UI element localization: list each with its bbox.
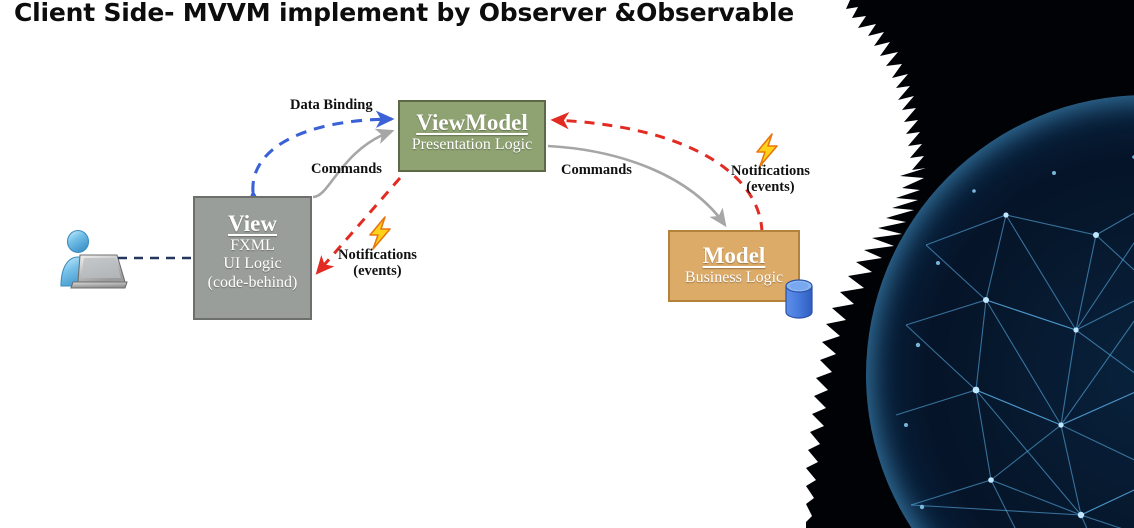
node-model-sub-1: Business Logic [684, 268, 784, 286]
edge-commands-viewmodel-model [547, 144, 727, 228]
edge-data-binding [245, 110, 395, 209]
edge-user-to-view [118, 256, 196, 260]
edge-label-commands-view-viewmodel: Commands [311, 161, 382, 177]
user-with-laptop-icon [60, 229, 128, 289]
page-title: Client Side- MVVM implement by Observer … [14, 0, 795, 27]
node-viewmodel-title: ViewModel [416, 110, 528, 135]
node-model[interactable]: Model Business Logic [668, 230, 800, 302]
node-view-sub-1: FXML [230, 236, 275, 254]
node-view[interactable]: View FXML UI Logic (code-behind) [193, 196, 312, 320]
edge-label-notifications-viewmodel-view: Notifications (events) [338, 247, 417, 279]
node-viewmodel-sub-1: Presentation Logic [411, 135, 533, 153]
notifications-right-line1: Notifications [731, 163, 810, 179]
node-model-title: Model [702, 243, 766, 268]
database-cylinder-icon [785, 279, 813, 319]
lightning-bolt-icon [369, 216, 391, 250]
edge-label-notifications-model-viewmodel: Notifications (events) [731, 163, 810, 195]
globe-network-mesh [895, 155, 1134, 528]
network-globe-photo-panel [806, 0, 1134, 528]
notifications-left-line1: Notifications [338, 247, 417, 263]
node-view-title: View [228, 211, 277, 236]
edge-label-commands-viewmodel-model: Commands [561, 162, 632, 178]
notifications-left-line2: (events) [353, 263, 402, 280]
edge-label-data-binding: Data Binding [290, 97, 373, 113]
node-view-sub-3: (code-behind) [207, 273, 298, 291]
lightning-bolt-icon [756, 133, 778, 167]
node-viewmodel[interactable]: ViewModel Presentation Logic [398, 100, 546, 172]
node-view-sub-2: UI Logic [223, 255, 282, 273]
torn-paper-edge [806, 0, 926, 528]
notifications-right-line2: (events) [746, 179, 795, 196]
